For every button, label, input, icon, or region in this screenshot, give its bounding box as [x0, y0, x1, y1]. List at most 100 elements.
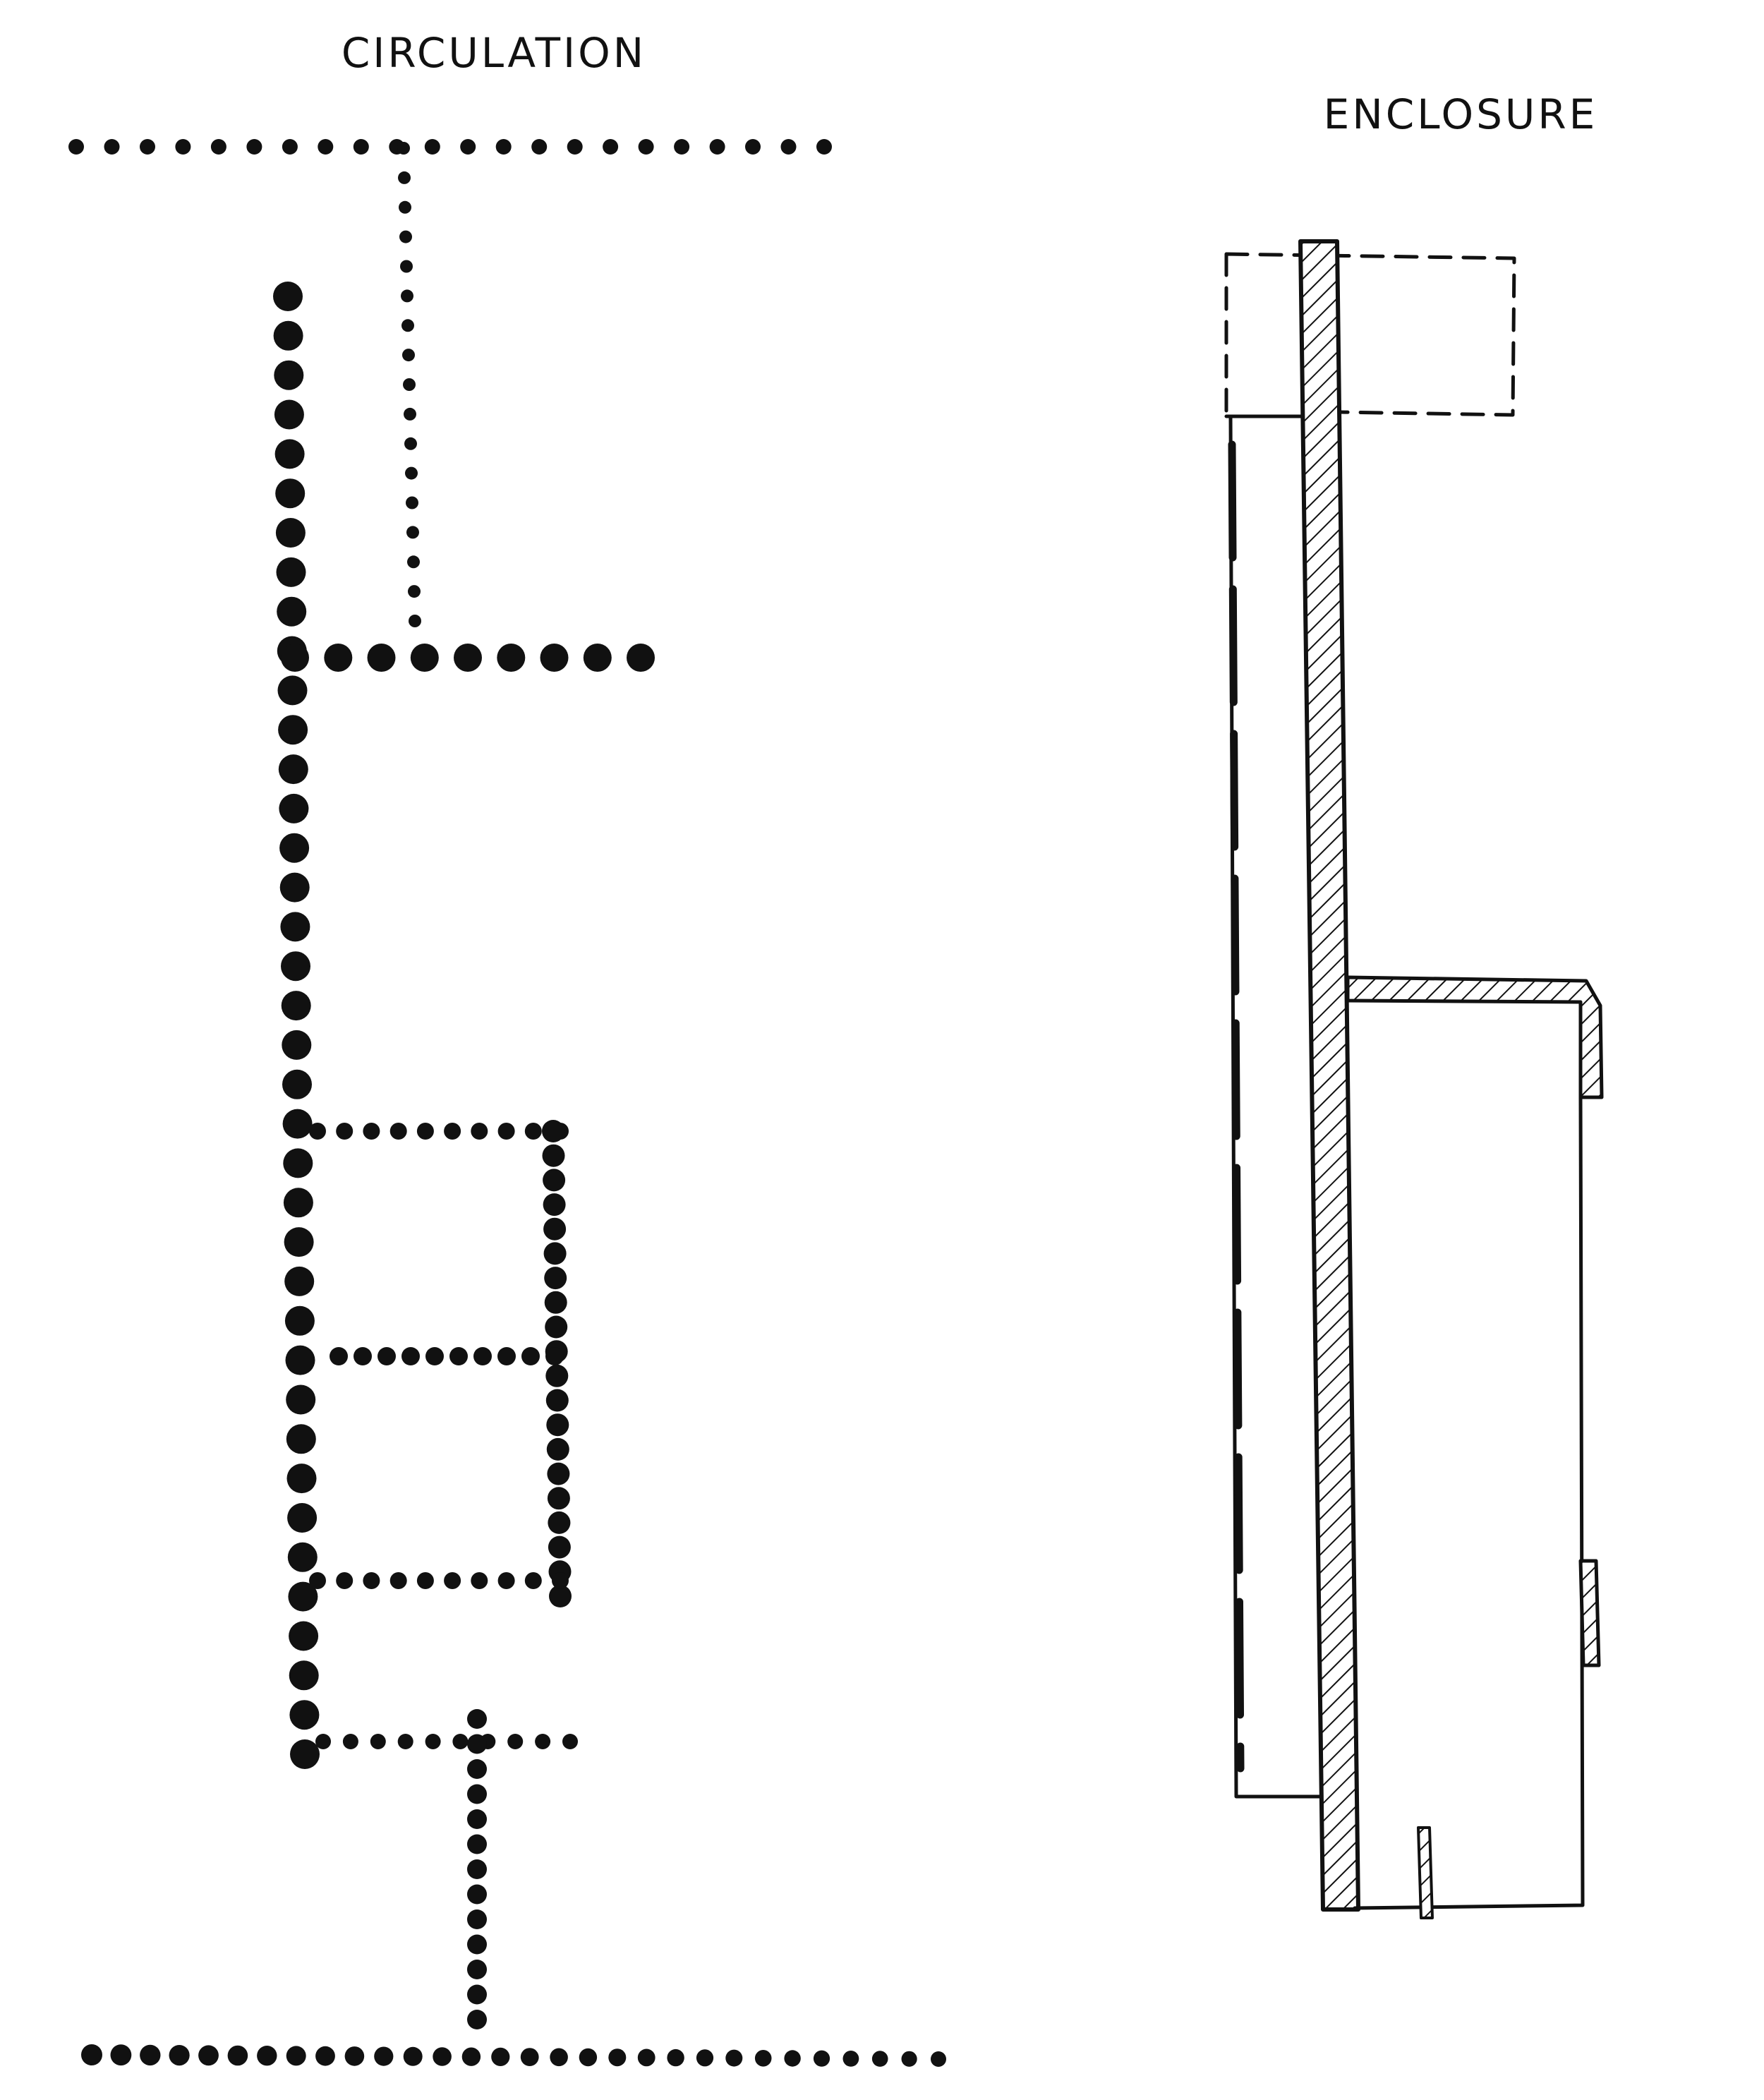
- path-dot: [784, 2050, 801, 2067]
- path-dot: [257, 2046, 277, 2066]
- path-dot: [309, 1572, 326, 1589]
- path-dot: [454, 644, 482, 672]
- path-dot: [104, 139, 120, 155]
- path-dot: [278, 715, 308, 745]
- path-dot: [404, 437, 417, 450]
- path-dot: [175, 139, 191, 155]
- path-dot: [467, 1984, 487, 2005]
- path-dot: [363, 1123, 380, 1140]
- path-dot: [543, 1169, 566, 1192]
- path-dot: [452, 1734, 469, 1749]
- path-dot: [283, 1188, 313, 1218]
- circulation-title: CIRCULATION: [342, 29, 646, 77]
- path-dot: [467, 1909, 487, 1929]
- path-dot: [416, 1572, 434, 1589]
- path-dot: [745, 139, 761, 155]
- path-dot: [403, 378, 416, 391]
- path-dot: [275, 478, 306, 509]
- path-dot: [284, 1305, 315, 1336]
- path-dot: [409, 615, 421, 627]
- path-dot: [425, 1347, 444, 1365]
- path-dot: [725, 2049, 743, 2067]
- path-dot: [467, 1809, 487, 1829]
- path-dot: [405, 466, 418, 480]
- path-dot: [444, 1123, 461, 1140]
- path-dot: [288, 1581, 318, 1612]
- path-dot: [524, 1123, 542, 1140]
- path-dot: [449, 1347, 468, 1365]
- path-dot: [546, 1413, 569, 1437]
- path-dot: [497, 1347, 516, 1365]
- path-dot: [68, 139, 84, 155]
- ladder-top-rung: [309, 1123, 569, 1140]
- path-dot: [169, 2045, 190, 2066]
- path-dot: [780, 139, 797, 155]
- right-hatched-panel: [1578, 1559, 1601, 1667]
- path-dot: [399, 200, 411, 214]
- path-dot: [397, 142, 410, 155]
- left-dashed-wall: [1228, 440, 1245, 1773]
- path-dot: [491, 2047, 510, 2066]
- path-dot: [549, 1585, 572, 1607]
- path-dot: [562, 1734, 578, 1749]
- path-dot: [404, 407, 416, 421]
- path-dot: [198, 2045, 219, 2066]
- enclosure-diagram: [1224, 239, 1604, 1919]
- path-dot: [497, 644, 526, 672]
- path-dot: [287, 1503, 318, 1533]
- path-dot: [289, 1660, 319, 1691]
- lower-branch: [315, 1734, 578, 1749]
- bottom-corridor: [81, 2044, 946, 2067]
- path-dot: [140, 2044, 161, 2066]
- right-enclosure-outline: [1353, 1095, 1585, 1910]
- path-dot: [544, 1291, 567, 1314]
- path-dot: [467, 1859, 487, 1879]
- path-dot: [281, 644, 309, 672]
- path-dot: [467, 1934, 487, 1955]
- path-dot: [754, 2050, 772, 2067]
- path-dot: [281, 951, 310, 982]
- path-dot: [495, 139, 512, 155]
- path-dot: [467, 1734, 487, 1754]
- path-dot: [467, 1960, 487, 1979]
- path-dot: [397, 1734, 413, 1749]
- ladder-bottom-rung: [309, 1572, 569, 1589]
- path-dot: [583, 644, 612, 672]
- path-dot: [813, 2050, 830, 2067]
- path-dot: [284, 1227, 314, 1257]
- path-dot: [401, 289, 413, 303]
- path-dot: [363, 1572, 380, 1589]
- path-dot: [471, 1572, 488, 1589]
- path-dot: [315, 2046, 335, 2066]
- path-dot: [467, 1759, 487, 1779]
- path-dot: [315, 1734, 331, 1749]
- overhang-hatched: [1346, 975, 1604, 1099]
- path-dot: [524, 1572, 542, 1589]
- path-dot: [336, 1123, 354, 1140]
- path-dot: [416, 1123, 434, 1140]
- path-dot: [540, 644, 569, 672]
- path-dot: [402, 349, 415, 362]
- path-dot: [276, 557, 306, 587]
- path-dot: [81, 2044, 102, 2065]
- path-dot: [401, 1347, 420, 1365]
- path-dot: [901, 2051, 917, 2067]
- path-dot: [274, 439, 305, 469]
- path-dot: [425, 1734, 441, 1749]
- path-dot: [548, 1511, 571, 1534]
- path-dot: [408, 585, 421, 598]
- path-dot: [279, 793, 309, 823]
- path-dot: [277, 596, 307, 627]
- path-dot: [284, 1266, 315, 1296]
- path-dot: [473, 1347, 492, 1365]
- bottom-hatched-post: [1417, 1826, 1434, 1919]
- path-dot: [274, 360, 304, 390]
- path-dot: [548, 1535, 571, 1559]
- path-dot: [507, 1734, 524, 1749]
- path-dot: [521, 1347, 540, 1365]
- path-dot: [603, 139, 619, 155]
- circulation-diagram: [68, 139, 946, 2067]
- path-dot: [286, 1464, 317, 1494]
- path-dot: [400, 260, 413, 273]
